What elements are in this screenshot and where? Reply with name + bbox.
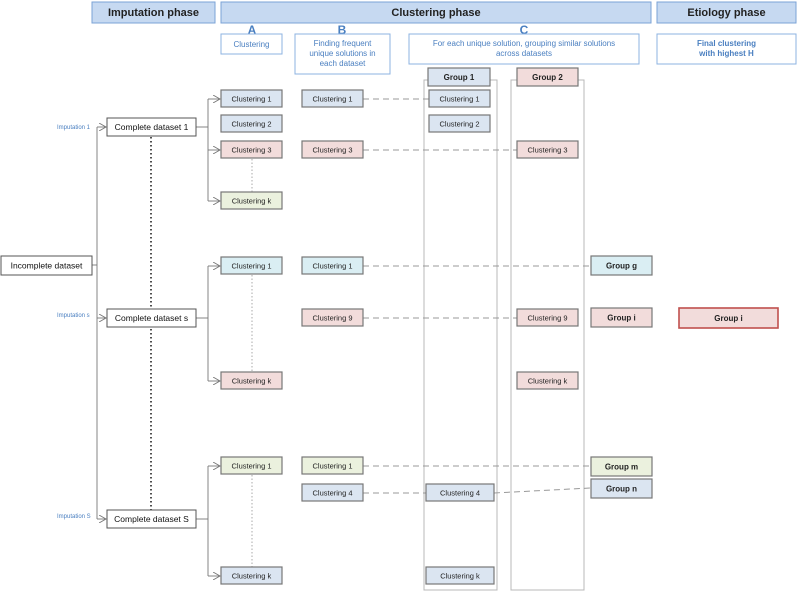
- complete-dataset-S-box: Complete dataset S: [106, 509, 197, 529]
- etiology-phase-title: Etiology phase: [687, 7, 765, 19]
- g1-clustering-k: Clustering k: [425, 566, 495, 585]
- svg-text:Clustering k: Clustering k: [232, 377, 272, 386]
- svg-text:Clustering 9: Clustering 9: [312, 314, 352, 323]
- g1-clustering-1: Clustering 1: [428, 89, 491, 108]
- imputation-phase-header: Imputation phase: [91, 1, 216, 24]
- svg-text:Complete dataset S: Complete dataset S: [114, 514, 189, 524]
- group-n-box: Group n: [590, 478, 653, 499]
- a-clustering-2-ds1: Clustering 2: [220, 114, 283, 133]
- b-clustering-9-dss: Clustering 9: [301, 308, 364, 327]
- svg-text:Clustering 9: Clustering 9: [527, 314, 567, 323]
- dashed-links: [363, 98, 591, 494]
- complete-dataset-1-box: Complete dataset 1: [106, 117, 197, 137]
- svg-text:across datasets: across datasets: [496, 49, 552, 58]
- a-clustering-1-dss: Clustering 1: [220, 256, 283, 275]
- svg-text:Clustering 1: Clustering 1: [312, 262, 352, 271]
- group-1-header: Group 1: [427, 67, 491, 87]
- step-c-letter: C: [520, 23, 529, 37]
- group-i-box: Group i: [590, 307, 653, 328]
- svg-text:Finding frequent: Finding frequent: [314, 39, 373, 48]
- b-clustering-1-ds1: Clustering 1: [301, 89, 364, 108]
- imputation-s-label: Imputation s: [57, 313, 90, 319]
- b-clustering-3-ds1: Clustering 3: [301, 140, 364, 159]
- g1-clustering-4: Clustering 4: [425, 483, 495, 502]
- svg-text:Clustering k: Clustering k: [232, 572, 272, 581]
- step-b-letter: B: [338, 23, 347, 37]
- svg-text:Group i: Group i: [714, 314, 742, 323]
- svg-text:Complete dataset s: Complete dataset s: [115, 313, 188, 323]
- clustering-phase-title: Clustering phase: [391, 7, 480, 19]
- svg-text:Clustering 1: Clustering 1: [312, 462, 352, 471]
- svg-text:Clustering 1: Clustering 1: [231, 262, 271, 271]
- clustering-phase-header: Clustering phase: [220, 1, 652, 24]
- svg-text:Clustering 4: Clustering 4: [312, 489, 352, 498]
- step-b-description: Finding frequent unique solutions in eac…: [294, 33, 391, 75]
- imputation-phase-title: Imputation phase: [108, 7, 199, 19]
- svg-text:Clustering 4: Clustering 4: [440, 489, 480, 498]
- connectors: [92, 99, 220, 576]
- svg-text:Complete dataset 1: Complete dataset 1: [115, 122, 189, 132]
- final-group-i-box: Group i: [678, 307, 779, 329]
- svg-text:Clustering 1: Clustering 1: [439, 95, 479, 104]
- svg-text:Final clustering: Final clustering: [697, 39, 756, 48]
- svg-text:Clustering 1: Clustering 1: [312, 95, 352, 104]
- svg-text:Clustering 3: Clustering 3: [312, 146, 352, 155]
- group-2-header: Group 2: [516, 67, 579, 87]
- svg-text:Clustering: Clustering: [233, 40, 269, 49]
- svg-text:Clustering 3: Clustering 3: [527, 146, 567, 155]
- step-a-letter: A: [248, 23, 257, 37]
- ellipsis-lines: [150, 137, 253, 567]
- g2-clustering-3: Clustering 3: [516, 140, 579, 159]
- g2-clustering-k: Clustering k: [516, 371, 579, 390]
- imputation-S-label: Imputation S: [57, 514, 91, 520]
- incomplete-dataset-box: Incomplete dataset: [0, 255, 93, 276]
- step-c-description: For each unique solution, grouping simil…: [408, 33, 640, 65]
- svg-text:unique solutions in: unique solutions in: [309, 49, 375, 58]
- a-clustering-k-dss: Clustering k: [220, 371, 283, 390]
- svg-text:Clustering k: Clustering k: [440, 572, 480, 581]
- svg-text:Group 2: Group 2: [532, 73, 563, 82]
- a-clustering-k-dsS: Clustering k: [220, 566, 283, 585]
- svg-text:Group m: Group m: [605, 463, 638, 472]
- g2-clustering-9: Clustering 9: [516, 308, 579, 327]
- svg-text:with highest H: with highest H: [698, 49, 754, 58]
- svg-text:For each unique solution, grou: For each unique solution, grouping simil…: [433, 39, 615, 48]
- group-g-box: Group g: [590, 255, 653, 276]
- g1-clustering-2: Clustering 2: [428, 114, 491, 133]
- svg-text:Group g: Group g: [606, 262, 637, 271]
- svg-text:Incomplete dataset: Incomplete dataset: [11, 261, 83, 271]
- group-1-column: [423, 79, 498, 591]
- svg-text:Clustering 1: Clustering 1: [231, 95, 271, 104]
- svg-text:Clustering 1: Clustering 1: [231, 462, 271, 471]
- b-clustering-4-dsS: Clustering 4: [301, 483, 364, 502]
- a-clustering-k-ds1: Clustering k: [220, 191, 283, 210]
- b-clustering-1-dsS: Clustering 1: [301, 456, 364, 475]
- etiology-phase-header: Etiology phase: [656, 1, 797, 24]
- svg-text:Clustering k: Clustering k: [528, 377, 568, 386]
- svg-text:each dataset: each dataset: [320, 59, 367, 68]
- a-clustering-1-dsS: Clustering 1: [220, 456, 283, 475]
- b-clustering-1-dss: Clustering 1: [301, 256, 364, 275]
- complete-dataset-s-box: Complete dataset s: [106, 308, 197, 328]
- imputation-1-label: Imputation 1: [57, 125, 91, 131]
- a-clustering-1-ds1: Clustering 1: [220, 89, 283, 108]
- svg-text:Clustering 3: Clustering 3: [231, 146, 271, 155]
- etiology-description: Final clustering with highest H: [656, 33, 797, 65]
- svg-text:Clustering 2: Clustering 2: [231, 120, 271, 129]
- svg-text:Group i: Group i: [607, 314, 635, 323]
- a-clustering-3-ds1: Clustering 3: [220, 140, 283, 159]
- svg-text:Group 1: Group 1: [444, 73, 475, 82]
- svg-text:Clustering k: Clustering k: [232, 197, 272, 206]
- svg-text:Group n: Group n: [606, 485, 637, 494]
- svg-text:Clustering 2: Clustering 2: [439, 120, 479, 129]
- step-a-description: Clustering: [220, 33, 283, 55]
- group-m-box: Group m: [590, 456, 653, 477]
